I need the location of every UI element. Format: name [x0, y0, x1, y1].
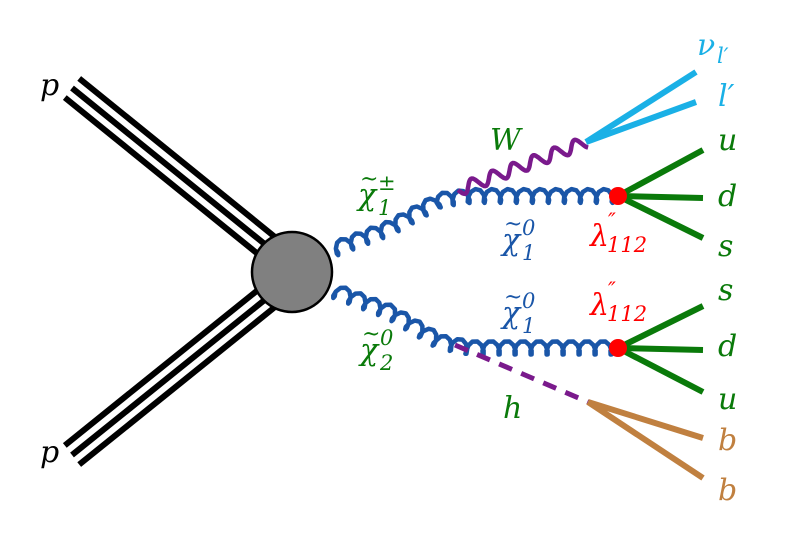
- quark-line-top-2: [616, 193, 705, 241]
- quark-label-bottom-2: u: [718, 382, 737, 417]
- proton-line-top-2: [62, 95, 267, 262]
- higgs-line: [454, 342, 589, 405]
- svg-text:χ: χ: [500, 296, 522, 331]
- quark-label-bottom-0: s: [718, 273, 733, 308]
- svg-text:0: 0: [380, 326, 393, 350]
- quark-line-bottom-1: [617, 345, 704, 353]
- b-quark-label-1: b: [718, 473, 737, 508]
- svg-text:±: ±: [378, 171, 396, 195]
- b-quark-line-1: [586, 399, 705, 481]
- quark-label-top-1: d: [718, 179, 737, 214]
- b-quark-label-0: b: [718, 423, 737, 458]
- svg-text:λ: λ: [589, 219, 609, 254]
- quark-line-top-0: [616, 147, 705, 199]
- neutrino-line: [584, 69, 698, 145]
- neutralino1-bottom-label: χ ~ 0 1: [500, 285, 535, 338]
- proton-line-top-0: [77, 76, 282, 243]
- higgs-label: h: [503, 391, 522, 426]
- quark-label-bottom-1: d: [718, 329, 737, 364]
- quark-label-top-0: u: [718, 123, 737, 158]
- svg-text:ν: ν: [697, 28, 715, 63]
- quark-line-top-1: [617, 193, 704, 201]
- proton-line-top-1: [70, 85, 274, 253]
- quark-label-top-2: s: [718, 229, 733, 264]
- neutrino-label: ν l′: [697, 28, 729, 68]
- svg-text:1: 1: [522, 241, 535, 265]
- lepton-label: l′: [718, 79, 735, 114]
- svg-text:″: ″: [608, 209, 616, 233]
- interaction-blob: [250, 230, 334, 314]
- neutralino1-top-label: χ ~ 0 1: [500, 212, 535, 265]
- svg-text:λ: λ: [589, 288, 609, 323]
- svg-text:1: 1: [378, 196, 391, 220]
- coupling-label-bottom: λ ″ 112: [589, 278, 647, 326]
- svg-text:χ: χ: [358, 333, 380, 368]
- svg-text:~: ~: [504, 285, 522, 310]
- svg-text:0: 0: [522, 216, 535, 240]
- diagram-labels: p p χ ~ ± 1 χ ~ 0 2 χ ~ 0 1 χ ~ 0 1: [40, 28, 737, 508]
- svg-text:1: 1: [522, 314, 535, 338]
- proton-line-bottom-2: [77, 301, 282, 467]
- svg-text:χ: χ: [356, 178, 378, 213]
- proton-line-bottom-0: [62, 282, 267, 448]
- svg-text:~: ~: [360, 167, 378, 192]
- quark-line-bottom-0: [616, 303, 705, 351]
- chargino-neutralino-top-line: [333, 186, 617, 258]
- w-boson-line: [456, 137, 589, 197]
- svg-text:2: 2: [379, 351, 393, 375]
- svg-text:~: ~: [362, 322, 380, 347]
- chargino-label: χ ~ ± 1: [356, 167, 396, 220]
- w-boson-label: W: [490, 123, 523, 158]
- quark-line-bottom-2: [616, 345, 705, 395]
- svg-text:112: 112: [607, 233, 647, 257]
- svg-text:l′: l′: [717, 44, 729, 68]
- proton-label-bottom: p: [40, 435, 59, 470]
- b-quark-line-0: [587, 399, 704, 441]
- svg-text:χ: χ: [500, 223, 522, 258]
- svg-text:~: ~: [504, 212, 522, 237]
- proton-line-bottom-1: [70, 291, 274, 458]
- svg-text:112: 112: [607, 302, 647, 326]
- proton-label-top: p: [40, 68, 59, 103]
- lepton-line: [584, 99, 698, 145]
- rpv-vertex-top: [609, 187, 627, 205]
- svg-text:0: 0: [522, 289, 535, 313]
- coupling-label-top: λ ″ 112: [589, 209, 647, 257]
- rpv-vertex-bottom: [609, 339, 627, 357]
- neutralino2-label: χ ~ 0 2: [358, 322, 393, 375]
- svg-text:″: ″: [608, 278, 616, 302]
- diagram-lines: [62, 69, 705, 481]
